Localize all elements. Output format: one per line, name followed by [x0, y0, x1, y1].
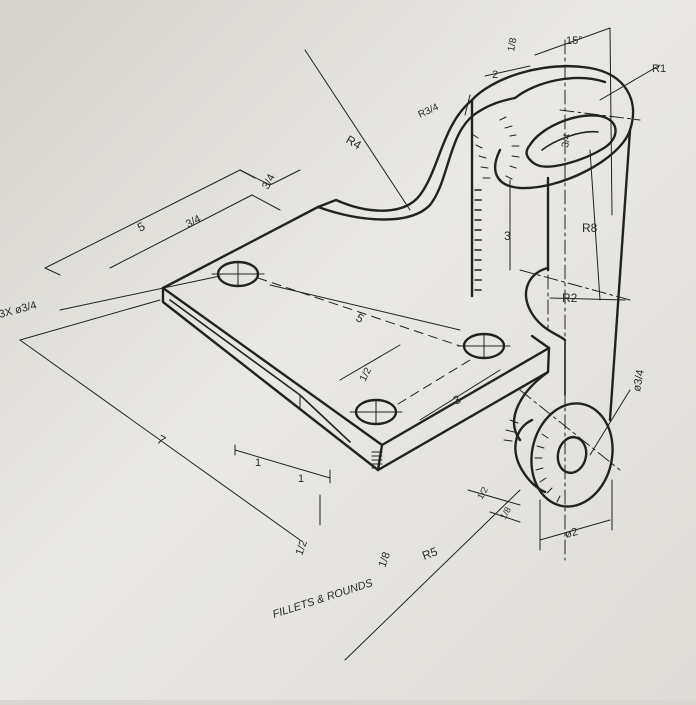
dim-r2: R2 [562, 291, 578, 305]
dim-arm-1-8: 1/8 [506, 36, 519, 52]
dim-plate-thickness: 1/2 [294, 539, 311, 557]
dim-r4: R4 [344, 132, 365, 152]
fillets-rounds-value: 1/8 [377, 551, 394, 569]
hole-1 [211, 260, 265, 288]
upright-arm [316, 65, 635, 508]
dimension-lines [19, 27, 661, 661]
dim-boss-hole: ø3/4 [631, 369, 647, 393]
dim-boss-dia: ø2 [564, 526, 580, 541]
dim-angle: 15° [566, 35, 583, 47]
arm-centerlines [519, 39, 641, 561]
dim-arm-width: 2 [492, 69, 498, 81]
base-plate [161, 198, 551, 472]
dim-r5: R5 [420, 544, 440, 563]
dim-edge-1a: 1 [255, 457, 261, 469]
dim-r8: R8 [582, 221, 598, 235]
dim-height-3: 3 [504, 229, 511, 243]
dim-slot-width: 3/4 [560, 132, 573, 148]
hole-3 [349, 398, 403, 426]
dim-edge-1b: 1 [298, 473, 304, 485]
hole-2 [457, 332, 511, 360]
hole-centerline [257, 277, 461, 347]
dim-r1: R1 [652, 63, 666, 75]
